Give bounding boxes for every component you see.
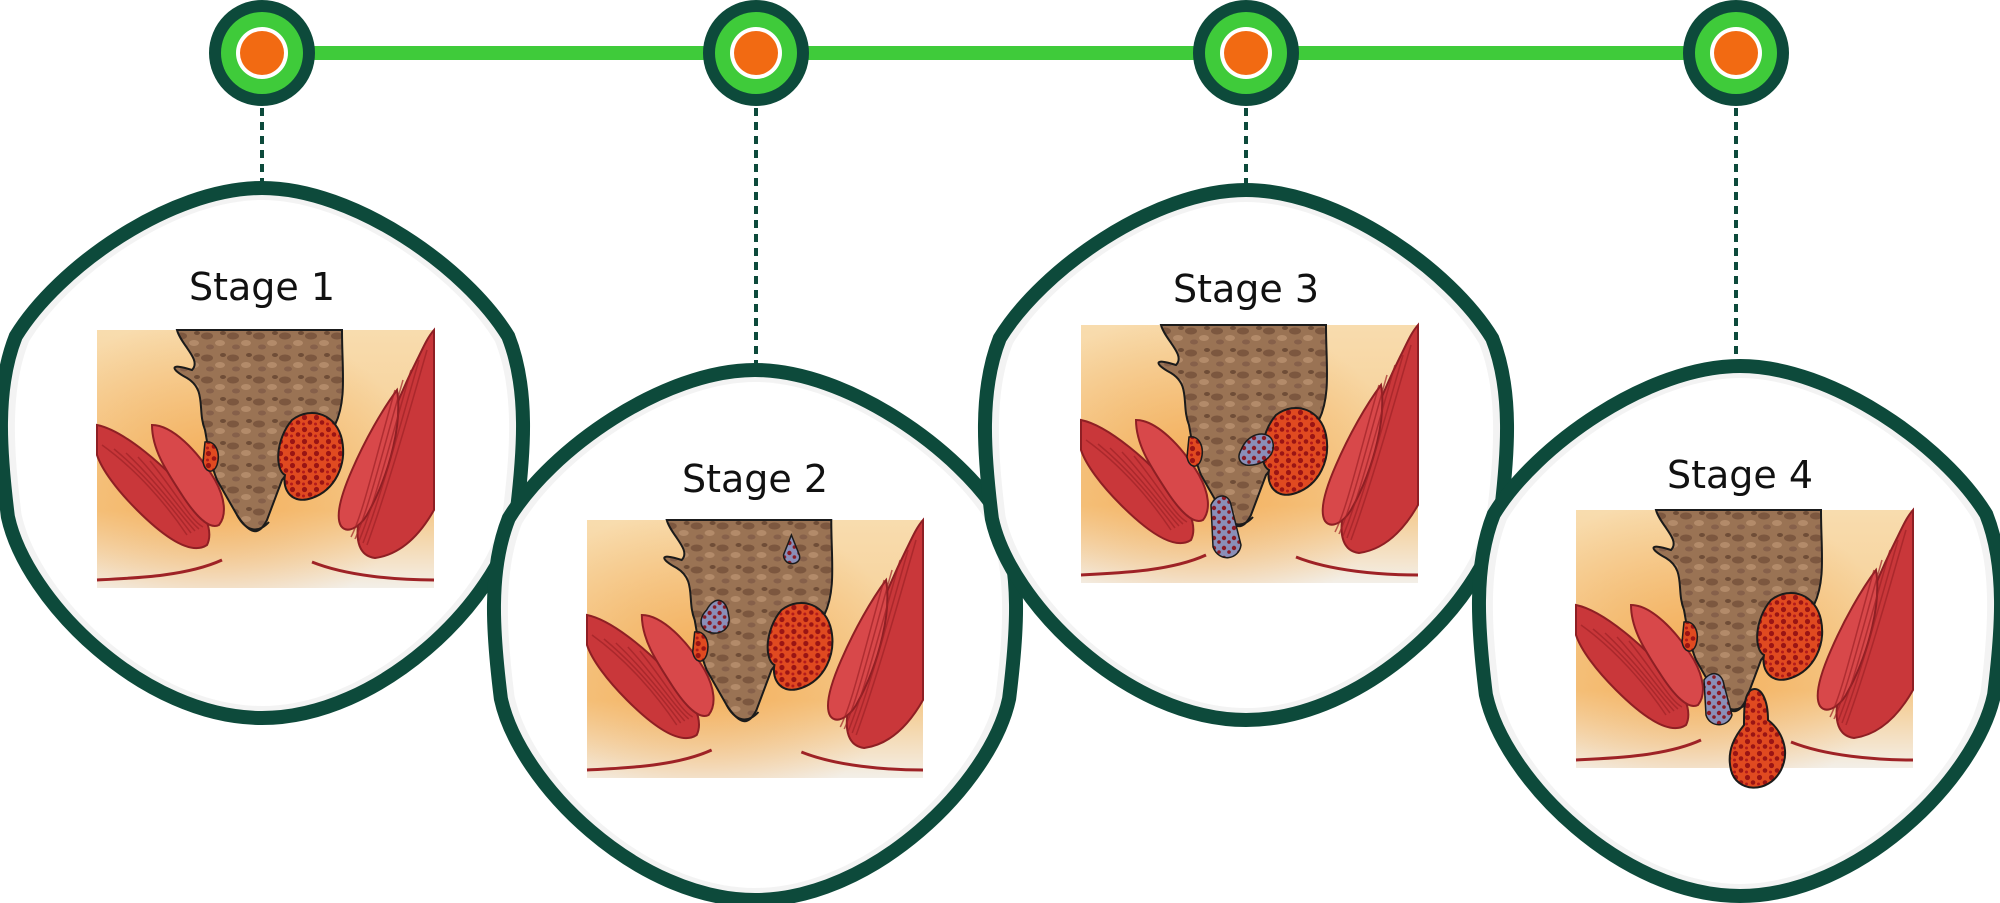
internal-hemorrhoid-large: [700, 599, 730, 634]
muscle-fiber: [362, 359, 420, 544]
stage-label-3: Stage 3: [1173, 267, 1319, 311]
skin-line-left: [1080, 553, 1207, 577]
skin-line-right: [800, 750, 924, 772]
anatomy-illustration-3: [1080, 322, 1419, 583]
anatomy-illustration-2: [586, 517, 924, 778]
stage-label-4: Stage 4: [1667, 453, 1813, 497]
internal-hemorrhoid-small: [782, 532, 801, 565]
muscle-fiber: [350, 389, 396, 538]
muscle-fiber: [1845, 529, 1907, 726]
muscle-fiber: [1342, 364, 1396, 537]
skin-line-left: [586, 748, 713, 772]
left-muscle-inner: [640, 613, 715, 717]
stage-cards: Stage 1 Stage 2 Stage 3 Stage 4: [0, 180, 2000, 903]
muscle-fiber: [1334, 384, 1380, 533]
muscle-fiber: [1121, 451, 1184, 525]
vein-cushion-left: [691, 631, 709, 662]
muscle-fiber: [113, 448, 192, 534]
vein-cushion-left: [1186, 436, 1203, 467]
anatomy-illustration-4: [1575, 507, 1914, 789]
prolapsed-hemorrhoid-small: [1703, 673, 1733, 726]
muscle-fiber: [137, 456, 200, 530]
muscle-fiber: [1616, 636, 1679, 710]
vein-cushion-left: [202, 441, 219, 472]
muscle-fiber: [1837, 549, 1891, 722]
muscle-fiber: [358, 369, 412, 542]
left-muscle-inner: [1629, 603, 1704, 707]
timeline-node-4: [1683, 0, 1789, 106]
muscle-fiber: [1833, 559, 1883, 720]
vein-cushion-right: [277, 411, 345, 501]
node-core: [734, 31, 778, 75]
vein-cushion-right: [766, 601, 834, 691]
muscle-fiber: [125, 452, 196, 532]
prolapsing-hemorrhoid-upper: [1238, 433, 1274, 466]
prolapsed-hemorrhoid-external: [1728, 688, 1787, 789]
prolapsing-hemorrhoid-lower: [1210, 495, 1242, 559]
muscle-fiber: [1628, 640, 1683, 708]
muscle-fiber: [1841, 539, 1899, 724]
muscle-fiber: [1097, 443, 1176, 529]
muscle-fiber: [1109, 447, 1180, 527]
muscle-fiber: [1338, 374, 1388, 535]
node-core: [1714, 31, 1758, 75]
connectors: [260, 108, 1738, 364]
left-muscle-inner: [150, 423, 225, 527]
stage-card-1: Stage 1: [0, 180, 531, 726]
node-core: [1224, 31, 1268, 75]
skin-line-right: [311, 560, 435, 582]
stage-label-2: Stage 2: [682, 457, 828, 501]
anal-opening: [725, 704, 760, 721]
anatomy-illustration-1: [96, 327, 435, 588]
muscle-fiber: [615, 642, 686, 722]
skin-line-left: [1575, 738, 1702, 762]
node-core: [240, 31, 284, 75]
muscle-fiber: [639, 650, 694, 718]
vein-cushion-left: [1681, 621, 1698, 652]
muscle-fiber: [1085, 439, 1172, 531]
left-muscle-inner: [1134, 418, 1209, 522]
stage-label-1: Stage 1: [189, 265, 335, 309]
muscle-fiber: [1592, 628, 1671, 714]
skin-line-left: [96, 558, 223, 582]
muscle-fiber: [591, 634, 678, 726]
muscle-fiber: [149, 460, 204, 528]
timeline-node-2: [703, 0, 809, 106]
muscle-fiber: [627, 646, 690, 720]
muscle-fiber: [1580, 624, 1667, 716]
muscle-fiber: [847, 559, 901, 732]
stage-card-2: Stage 2: [486, 362, 1024, 903]
timeline-node-1: [209, 0, 315, 106]
muscle-fiber: [1604, 632, 1675, 712]
anal-opening: [236, 514, 270, 531]
timeline-node-3: [1193, 0, 1299, 106]
muscle-fiber: [1133, 455, 1188, 523]
muscle-fiber: [366, 349, 428, 546]
muscle-fiber: [603, 638, 682, 724]
muscle-fiber: [1350, 344, 1412, 541]
muscle-fiber: [855, 539, 917, 736]
muscle-fiber: [101, 444, 188, 536]
timeline-nodes: [209, 0, 1789, 106]
skin-line-right: [1295, 555, 1419, 577]
skin-line-right: [1790, 740, 1914, 762]
muscle-fiber: [851, 549, 909, 734]
stage-card-3: Stage 3: [977, 182, 1515, 728]
muscle-fiber: [839, 579, 885, 728]
muscle-fiber: [1346, 354, 1404, 539]
muscle-fiber: [354, 379, 404, 540]
vein-cushion-right: [1756, 591, 1824, 681]
stage-card-4: Stage 4: [1471, 358, 2000, 903]
muscle-fiber: [1829, 569, 1875, 718]
muscle-fiber: [843, 569, 893, 730]
